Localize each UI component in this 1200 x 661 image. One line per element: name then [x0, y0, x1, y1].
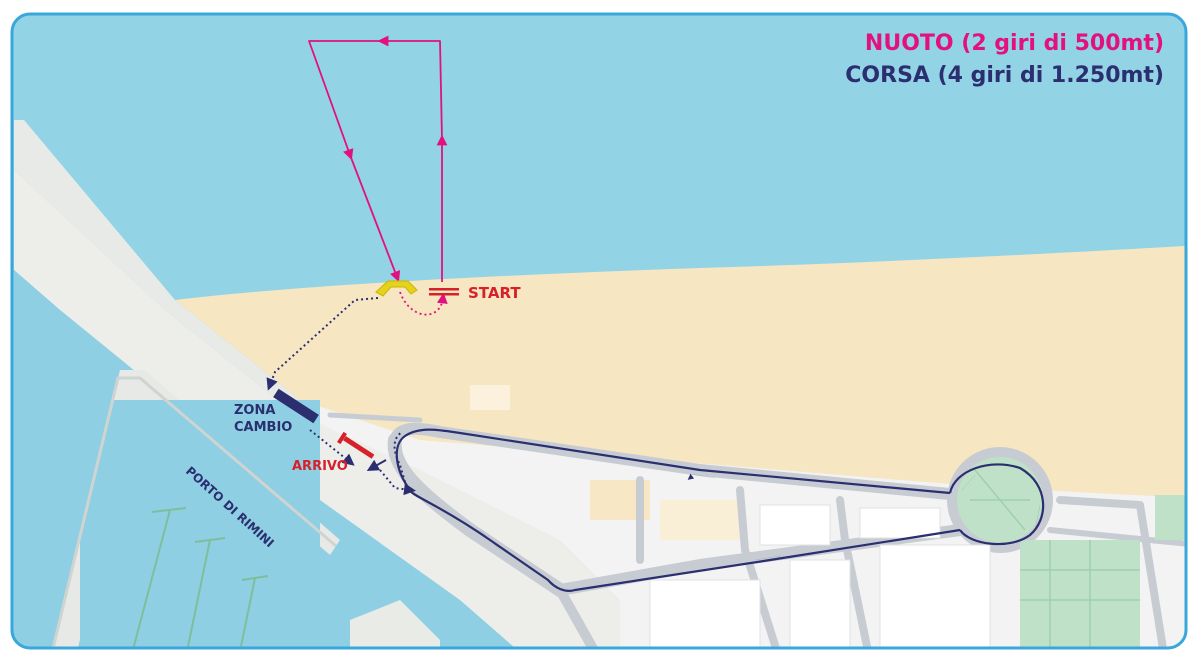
park-paths: [970, 469, 1140, 648]
south-quay: [350, 600, 440, 648]
swim-route: [308, 35, 448, 316]
park: [1155, 495, 1186, 540]
run-route: [395, 428, 1045, 592]
cambio-label: CAMBIO: [234, 420, 292, 435]
canal-bank: [14, 170, 620, 648]
map-frame: [10, 12, 1188, 650]
swim-exit-marker: [375, 280, 418, 297]
zona-label: ZONA: [234, 403, 275, 418]
start-label: START: [468, 284, 521, 302]
marina-pontoons: [129, 507, 269, 648]
sand-patch: [470, 385, 510, 410]
building-blocks: [649, 504, 991, 648]
finish-arrow: [366, 459, 387, 471]
run-direction-arrows: [479, 473, 1041, 561]
start-line: [429, 288, 459, 296]
breakwater-inner: [48, 376, 337, 648]
park: [1020, 540, 1140, 648]
finish-marker: [337, 431, 375, 459]
legend-run: CORSA (4 giri di 1.250mt): [845, 63, 1164, 88]
arrivo-label: ARRIVO: [292, 459, 348, 474]
harbor-basin: [80, 400, 320, 648]
transition-path: [266, 297, 416, 496]
transition-zone-bar: [273, 388, 319, 424]
legend-swim: NUOTO (2 giri di 500mt): [865, 31, 1164, 56]
sand-patch: [660, 500, 740, 540]
roads: [327, 412, 1186, 648]
